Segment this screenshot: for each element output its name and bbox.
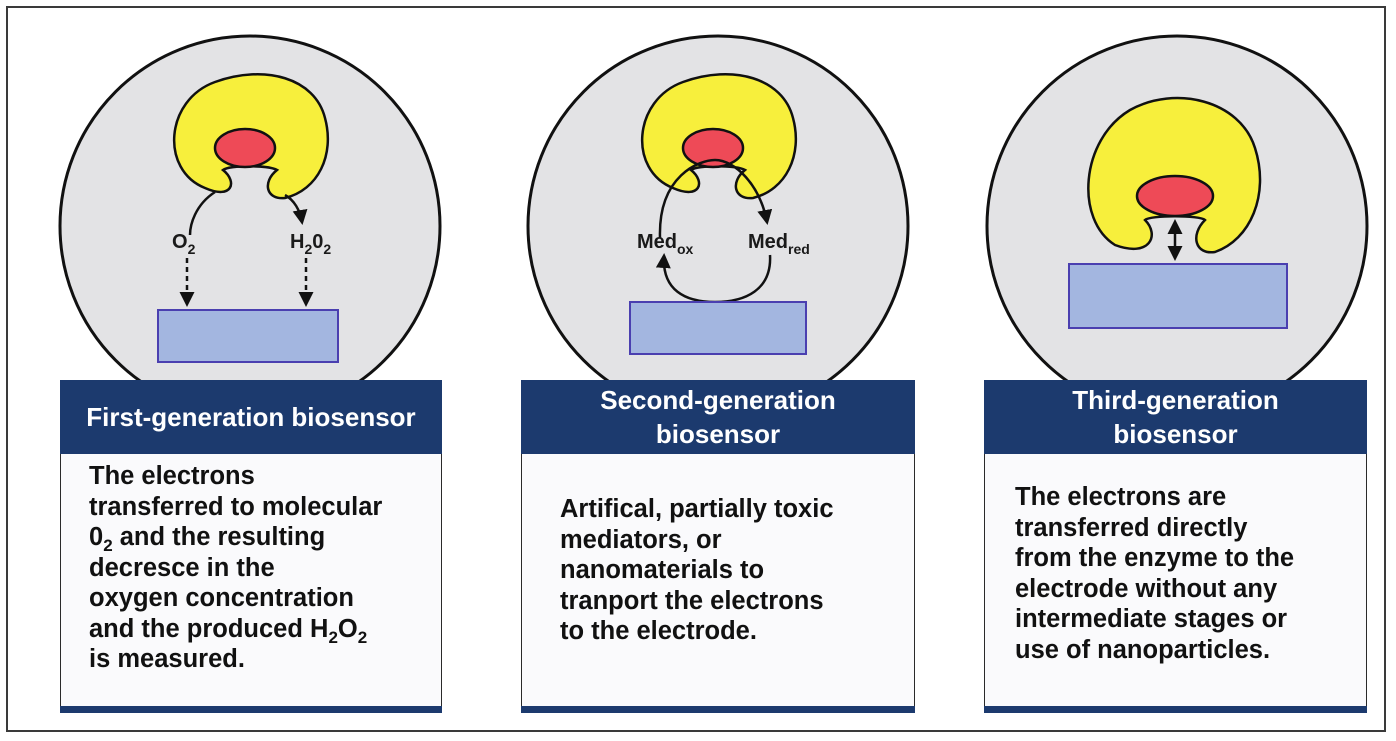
panel-1-title: First-generation biosensor bbox=[60, 380, 442, 454]
panel-3-desc-line: The electrons are bbox=[1015, 483, 1227, 511]
panel-2-title-line: Second-generation bbox=[600, 385, 836, 415]
panel-1-desc-line: is measured. bbox=[89, 645, 245, 673]
panel-2-label-medox: Medox bbox=[637, 231, 694, 257]
panel-2-desc-line: tranport the electrons bbox=[560, 586, 824, 615]
panel-3-desc-line: electrode without any bbox=[1015, 574, 1278, 603]
panel-2-desc-line: to the electrode. bbox=[560, 617, 757, 645]
panel-2-illustration: Medox Medred bbox=[526, 34, 910, 418]
panel-3-desc-line: use of nanoparticles. bbox=[1015, 635, 1271, 664]
panel-3-desc-line: intermediate stages or bbox=[1015, 605, 1288, 633]
panel-1-desc-line: transferred to molecular bbox=[89, 492, 383, 521]
panel-2-description: Artifical, partially toxic mediators, or… bbox=[521, 454, 915, 706]
panel-3-circle bbox=[985, 34, 1369, 418]
panel-1-desc-line: and the produced H2O2 bbox=[89, 614, 368, 647]
panel-2-desc-line: nanomaterials to bbox=[560, 556, 765, 584]
panel-1-desc-line: oxygen concentration bbox=[89, 584, 354, 612]
panel-3-illustration bbox=[985, 34, 1369, 418]
panel-1-curve-right bbox=[284, 193, 308, 225]
panel-2-label-medred: Medred bbox=[748, 231, 810, 257]
panel-1-desc-line: 02 and the resulting bbox=[89, 523, 326, 556]
panel-1-illustration: O2 H202 bbox=[58, 34, 442, 418]
panel-1-desc-line: decresce in the bbox=[89, 553, 275, 582]
panel-2-desc-line: mediators, or bbox=[560, 525, 722, 554]
panel-3-title: Third-generation biosensor bbox=[984, 380, 1367, 454]
panel-3-desc-line: from the enzyme to the bbox=[1015, 544, 1295, 572]
panel-1-desc-line: The electrons bbox=[89, 462, 255, 490]
panel-1-curve-left bbox=[188, 190, 216, 236]
panel-2-bottom-bar bbox=[521, 706, 915, 713]
panel-1-label-h2o2: H202 bbox=[290, 231, 331, 257]
panel-2-desc-line: Artifical, partially toxic bbox=[560, 495, 834, 523]
panel-3-description: The electrons are transferred directly f… bbox=[984, 454, 1367, 706]
panel-1-title-text: First-generation biosensor bbox=[86, 402, 416, 432]
panel-1-active-site bbox=[213, 127, 277, 169]
panel-2-cycle-top bbox=[658, 158, 773, 239]
panel-3-desc-line: transferred directly bbox=[1015, 513, 1248, 542]
panel-1-description: The electrons transferred to molecular 0… bbox=[60, 454, 442, 706]
panel-3-title-line: biosensor bbox=[1113, 419, 1238, 449]
panel-1-label-o2: O2 bbox=[172, 231, 196, 257]
panel-3-electrode bbox=[1068, 263, 1288, 329]
panel-3-title-line: Third-generation bbox=[1072, 385, 1279, 415]
panel-1-electrode bbox=[157, 309, 339, 363]
panel-3-active-site bbox=[1135, 174, 1215, 218]
panel-1-bottom-bar bbox=[60, 706, 442, 713]
panel-3-bottom-bar bbox=[984, 706, 1367, 713]
panel-2-active-site bbox=[681, 127, 745, 169]
panel-2-title-line: biosensor bbox=[655, 419, 781, 449]
panel-2-electrode bbox=[629, 301, 807, 355]
panel-2-title: Second-generation biosensor bbox=[521, 380, 915, 454]
